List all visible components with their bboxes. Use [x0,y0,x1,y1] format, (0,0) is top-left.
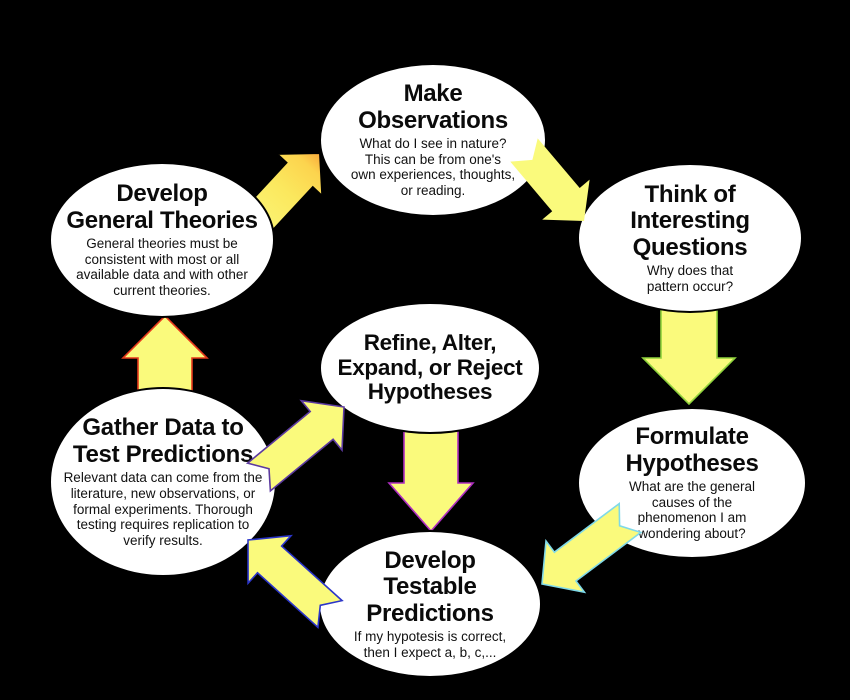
arrow-refine-hypotheses-to-develop-predictions [387,419,475,533]
node-subtitle: What do I see in nature? This can be fro… [350,136,516,199]
node-make-observations: Make Observations What do I see in natur… [319,63,547,217]
node-title: Refine, Alter, Expand, or Reject Hypothe… [337,329,523,405]
node-title: Develop Testable Predictions [366,546,494,627]
node-refine-alter-expand-reject-hypotheses: Refine, Alter, Expand, or Reject Hypothe… [319,302,541,434]
node-title: Think of Interesting Questions [630,180,750,261]
node-subtitle: Why does that pattern occur? [646,262,734,294]
node-subtitle: Relevant data can come from the literatu… [63,470,263,548]
node-title: Formulate Hypotheses [625,423,759,477]
node-develop-general-theories: Develop General Theories General theorie… [49,162,275,318]
node-title: Gather Data to Test Predictions [72,414,254,468]
node-subtitle: What are the general causes of the pheno… [628,479,756,542]
node-gather-data-to-test-predictions: Gather Data to Test Predictions Relevant… [49,387,277,577]
node-develop-testable-predictions: Develop Testable Predictions If my hypot… [318,530,542,678]
node-title: Develop General Theories [66,180,258,234]
node-subtitle: General theories must be consistent with… [76,236,248,299]
node-think-of-interesting-questions: Think of Interesting Questions Why does … [577,163,803,313]
node-formulate-hypotheses: Formulate Hypotheses What are the genera… [577,407,807,559]
node-title: Make Observations [358,80,508,134]
node-subtitle: If my hypotesis is correct, then I expec… [353,628,507,660]
